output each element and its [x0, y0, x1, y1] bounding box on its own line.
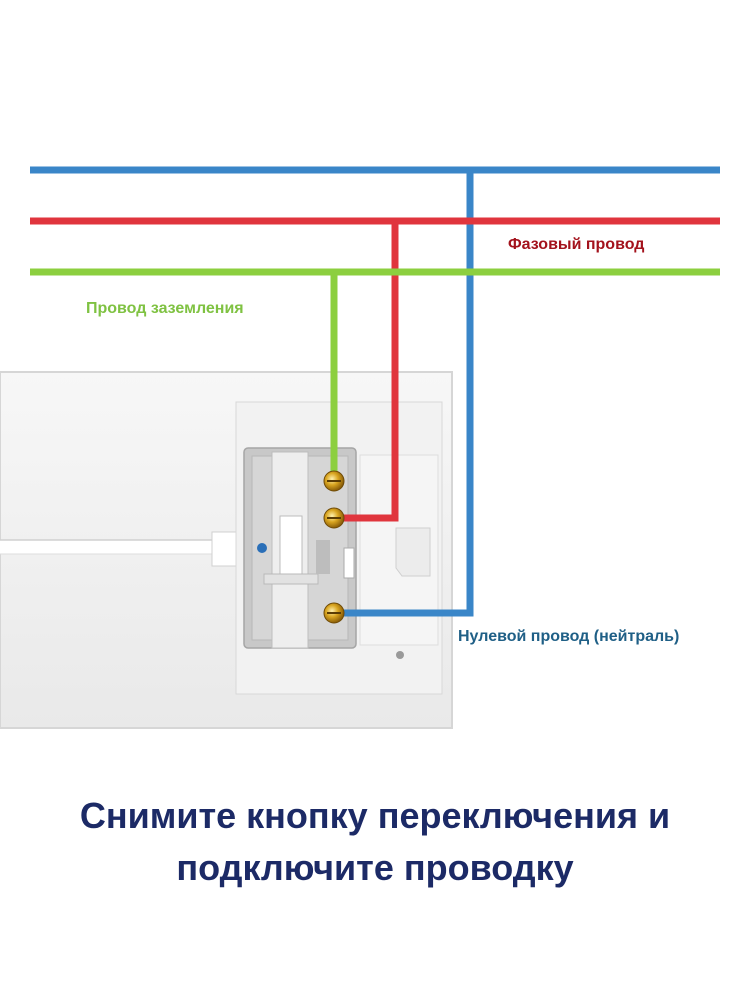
- neutral-wire-label: Нулевой провод (нейтраль): [458, 628, 680, 645]
- neutral-wire-drop: [336, 170, 474, 617]
- phase-wire-label: Фазовый провод: [508, 236, 645, 253]
- terminal-screws: [323, 470, 345, 624]
- wires: [30, 166, 720, 617]
- instruction-text: Снимите кнопку переключения и подключите…: [0, 790, 750, 894]
- instruction-line-2: подключите проводку: [176, 847, 574, 888]
- indicator-led: [257, 543, 267, 553]
- phase-wire-drop: [336, 221, 399, 522]
- ground-wire-label: Провод заземления: [86, 300, 244, 317]
- instruction-line-1: Снимите кнопку переключения и: [79, 795, 671, 836]
